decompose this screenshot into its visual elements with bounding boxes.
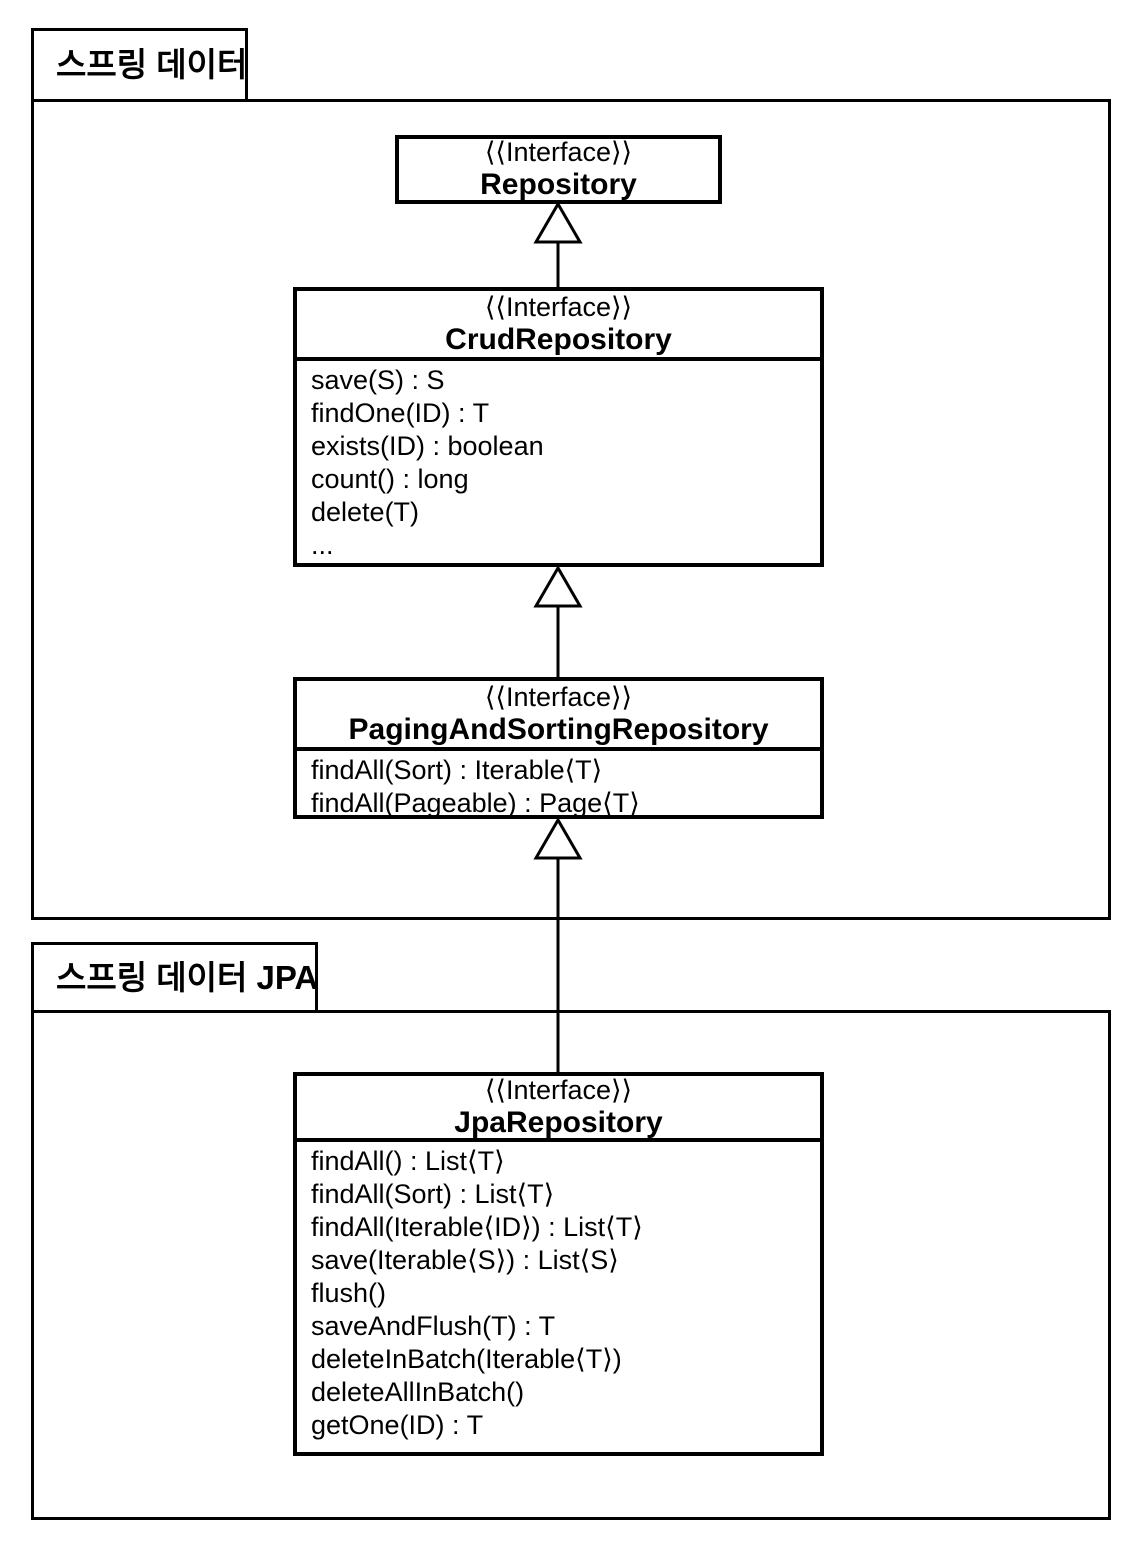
method-item: ... [311,530,334,560]
methods-compartment: findAll() : List⟨T⟩findAll(Sort) : List⟨… [297,1142,820,1452]
class-box-paging-and-sorting-repository: ⟨⟨Interface⟩⟩ PagingAndSortingRepository… [293,677,824,819]
method-item: saveAndFlush(T) : T [311,1311,556,1341]
method-item: deleteInBatch(Iterable⟨T⟩) [311,1344,622,1374]
method-item: findAll() : List⟨T⟩ [311,1146,505,1176]
package-label: 스프링 데이터 [56,46,248,83]
package-label: 스프링 데이터 JPA [56,958,319,996]
method-item: count() : long [311,464,469,494]
package-tab-spring-data: 스프링 데이터 [31,28,248,102]
class-box-repository: ⟨⟨Interface⟩⟩ Repository [395,135,722,204]
method-item: findAll(Pageable) : Page⟨T⟩ [311,788,640,815]
stereotype-label: ⟨⟨Interface⟩⟩ [484,681,633,712]
generalization-arrow-jpa-to-ps [533,817,583,1076]
class-name: CrudRepository [445,322,672,356]
method-item: save(Iterable⟨S⟩) : List⟨S⟩ [311,1245,619,1275]
method-item: findOne(ID) : T [311,398,490,428]
package-tab-spring-data-jpa: 스프링 데이터 JPA [31,942,318,1013]
class-header: ⟨⟨Interface⟩⟩ Repository [399,137,718,201]
stereotype-label: ⟨⟨Interface⟩⟩ [484,137,633,167]
class-box-crud-repository: ⟨⟨Interface⟩⟩ CrudRepository save(S) : S… [293,287,824,567]
class-name: PagingAndSortingRepository [348,712,769,746]
stereotype-label: ⟨⟨Interface⟩⟩ [484,291,633,322]
class-box-jpa-repository: ⟨⟨Interface⟩⟩ JpaRepository findAll() : … [293,1072,824,1456]
method-item: flush() [311,1278,387,1308]
class-header: ⟨⟨Interface⟩⟩ PagingAndSortingRepository [297,681,820,751]
method-item: getOne(ID) : T [311,1410,484,1440]
class-name: JpaRepository [454,1105,663,1139]
class-header: ⟨⟨Interface⟩⟩ CrudRepository [297,291,820,361]
method-item: delete(T) [311,497,420,527]
method-item: save(S) : S [311,365,445,395]
methods-compartment: findAll(Sort) : Iterable⟨T⟩ findAll(Pagea… [297,751,820,815]
generalization-arrow-crud-to-repository [533,201,583,291]
class-name: Repository [480,168,637,201]
method-item: deleteAllInBatch() [311,1377,525,1407]
method-item: findAll(Sort) : Iterable⟨T⟩ [311,755,603,785]
stereotype-label: ⟨⟨Interface⟩⟩ [484,1074,633,1105]
method-item: findAll(Iterable⟨ID⟩) : List⟨T⟩ [311,1212,643,1242]
method-item: exists(ID) : boolean [311,431,544,461]
class-header: ⟨⟨Interface⟩⟩ JpaRepository [297,1074,820,1142]
method-item: findAll(Sort) : List⟨T⟩ [311,1179,555,1209]
generalization-arrow-ps-to-crud [533,565,583,681]
